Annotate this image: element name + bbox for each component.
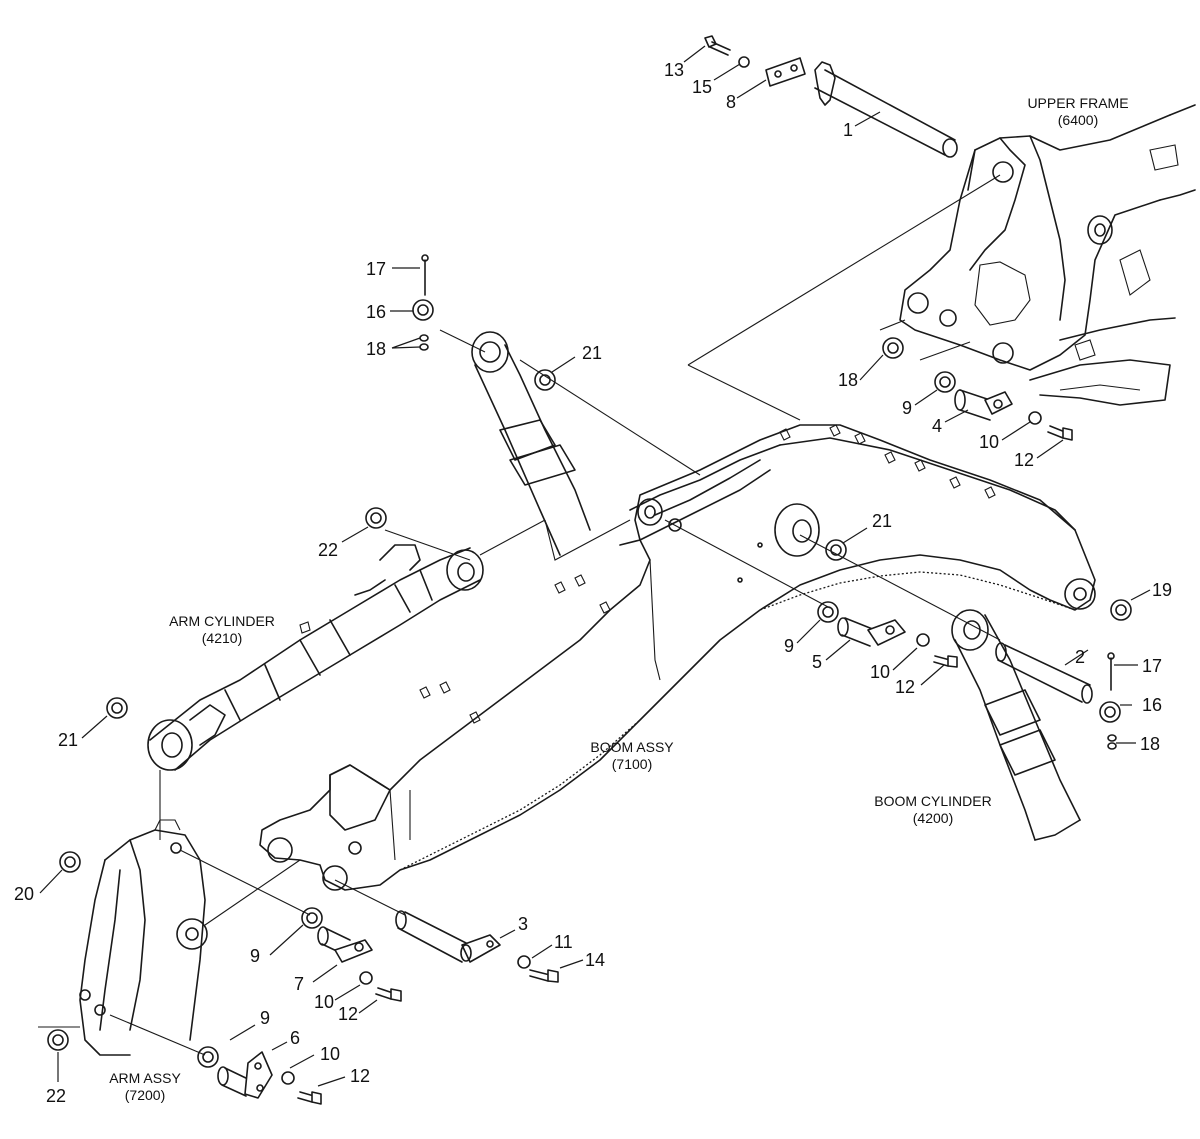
shim-9a <box>934 371 956 393</box>
callout-16a: 16 <box>366 302 386 322</box>
washer-10a <box>1028 411 1042 425</box>
callout-10b: 10 <box>870 662 890 682</box>
bolt-12d <box>297 1091 322 1105</box>
boom-assy-label: BOOM ASSY <box>590 739 674 755</box>
shim-18b <box>882 337 904 359</box>
callout-21c: 21 <box>58 730 78 750</box>
shim-20 <box>59 851 81 873</box>
callout-8: 8 <box>726 92 736 112</box>
callout-21b: 21 <box>872 511 892 531</box>
arm-cylinder-code: (4210) <box>202 630 242 646</box>
callout-17a: 17 <box>366 259 386 279</box>
bolt-12b <box>933 655 958 668</box>
pin-1 <box>814 61 958 158</box>
callout-13: 13 <box>664 60 684 80</box>
pin-5 <box>837 617 906 647</box>
boom-cylinder-lower-drawing <box>951 609 1081 841</box>
bolt-12c <box>375 987 402 1002</box>
arm-assy-code: (7200) <box>125 1087 165 1103</box>
boom-cylinder-label: BOOM CYLINDER <box>874 793 991 809</box>
shim-9d <box>197 1046 219 1068</box>
bolt-17b <box>1107 652 1115 691</box>
callout-22b: 22 <box>46 1086 66 1106</box>
callout-3: 3 <box>518 914 528 934</box>
upper-frame-drawing <box>899 104 1196 406</box>
callout-9b: 9 <box>784 636 794 656</box>
callout-9d: 9 <box>260 1008 270 1028</box>
callout-21a: 21 <box>582 343 602 363</box>
callout-12b: 12 <box>895 677 915 697</box>
boom-cylinder-upper-drawing <box>471 331 591 556</box>
callout-12c: 12 <box>338 1004 358 1024</box>
shim-22a <box>365 507 387 529</box>
boom-cylinder-code: (4200) <box>913 810 953 826</box>
leaders <box>39 45 1151 1087</box>
callout-12d: 12 <box>350 1066 370 1086</box>
shim-21a <box>534 369 556 391</box>
callout-20: 20 <box>14 884 34 904</box>
upper-frame-code: (6400) <box>1058 112 1098 128</box>
arm-cylinder-label: ARM CYLINDER <box>169 613 275 629</box>
callout-14: 14 <box>585 950 605 970</box>
callout-16b: 16 <box>1142 695 1162 715</box>
callout-10c: 10 <box>314 992 334 1012</box>
callout-22a: 22 <box>318 540 338 560</box>
boom-assy-code: (7100) <box>612 756 652 772</box>
callout-18b: 18 <box>838 370 858 390</box>
callout-12a: 12 <box>1014 450 1034 470</box>
callout-1: 1 <box>843 120 853 140</box>
callout-19: 19 <box>1152 580 1172 600</box>
bolt-14 <box>529 969 559 983</box>
washer-15 <box>738 56 750 68</box>
callout-15: 15 <box>692 77 712 97</box>
shim-19 <box>1110 599 1132 621</box>
bolt-13 <box>704 35 731 56</box>
pin-2 <box>995 642 1093 704</box>
bolt-12a <box>1047 425 1073 441</box>
upper-frame-label: UPPER FRAME <box>1027 95 1128 111</box>
pin-3 <box>395 910 501 963</box>
callout-4: 4 <box>932 416 942 436</box>
pin-4 <box>954 389 1013 421</box>
nuts-18a <box>419 334 429 351</box>
arm-drawing <box>79 819 208 1056</box>
plate-8 <box>765 57 806 87</box>
callout-9a: 9 <box>902 398 912 418</box>
washer-10b <box>916 633 930 647</box>
washer-11 <box>517 955 531 969</box>
ring-16a <box>412 299 434 321</box>
callout-18a: 18 <box>366 339 386 359</box>
pin-6 <box>217 1051 273 1099</box>
pin-7 <box>317 926 373 963</box>
shim-21c <box>106 697 128 719</box>
callout-11: 11 <box>554 932 573 952</box>
callout-6: 6 <box>290 1028 300 1048</box>
arm-assy-label: ARM ASSY <box>109 1070 181 1086</box>
callout-10a: 10 <box>979 432 999 452</box>
shim-21b <box>825 539 847 561</box>
callout-5: 5 <box>812 652 822 672</box>
assembly-labels: UPPER FRAME (6400) ARM CYLINDER (4210) B… <box>109 95 1128 1103</box>
ring-16b <box>1099 701 1121 723</box>
callout-17b: 17 <box>1142 656 1162 676</box>
callout-7: 7 <box>294 974 304 994</box>
callout-2: 2 <box>1075 647 1085 667</box>
washer-10d <box>281 1071 295 1085</box>
bolt-17a <box>421 254 429 296</box>
callout-18c: 18 <box>1140 734 1160 754</box>
shim-22b <box>47 1029 69 1051</box>
callout-9c: 9 <box>250 946 260 966</box>
shim-9c <box>301 907 323 929</box>
shim-9b <box>817 601 839 623</box>
arm-cylinder-drawing <box>147 544 484 771</box>
washer-10c <box>359 971 373 985</box>
nuts-18c <box>1107 734 1117 750</box>
assembly-lines <box>38 174 1001 1056</box>
boom-drawing <box>259 424 1096 891</box>
callout-numbers: 13 15 8 1 17 16 18 21 18 9 4 10 12 22 21… <box>14 60 1172 1106</box>
callout-10d: 10 <box>320 1044 340 1064</box>
